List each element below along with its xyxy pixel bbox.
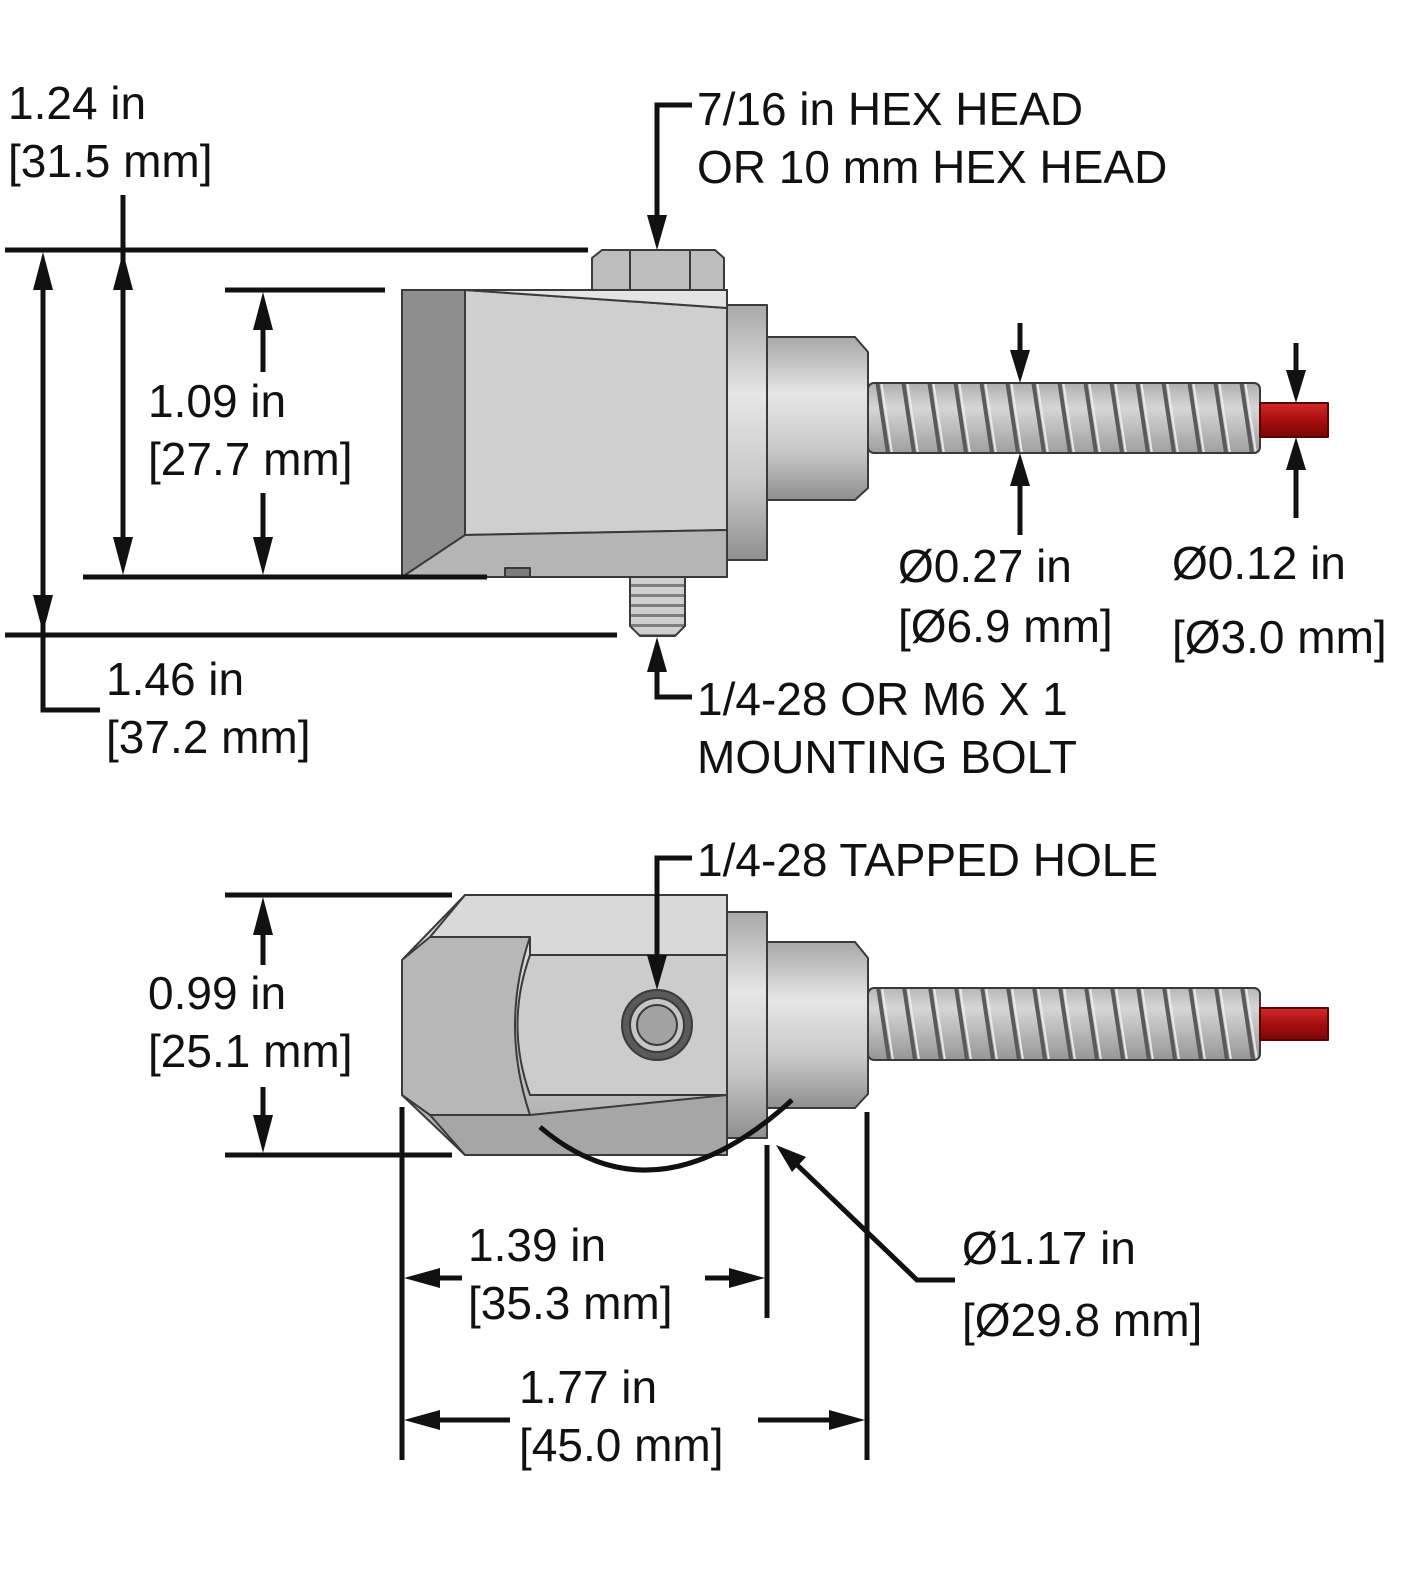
swing-diameter-in: Ø1.17 in bbox=[962, 1222, 1136, 1274]
body-height-in: 1.09 in bbox=[148, 375, 287, 427]
wire-diameter-mm: [Ø3.0 mm] bbox=[1172, 611, 1387, 663]
side-connector bbox=[766, 336, 869, 501]
hex-head bbox=[591, 249, 725, 291]
cable-diameter-in: Ø0.27 in bbox=[898, 540, 1072, 592]
top-view-sensor bbox=[401, 894, 1329, 1156]
body-height-label: 1.09 in [27.7 mm] bbox=[148, 372, 353, 488]
swing-diameter-arc bbox=[538, 1098, 794, 1173]
top-connector bbox=[766, 941, 869, 1109]
swing-diameter-mm: [Ø29.8 mm] bbox=[962, 1294, 1203, 1346]
tapped-hole-label: 1/4-28 TAPPED HOLE bbox=[697, 831, 1158, 889]
wire-diameter-in: Ø0.12 in bbox=[1172, 537, 1346, 589]
body-width-mm: [25.1 mm] bbox=[148, 1025, 353, 1077]
hex-head-line2: OR 10 mm HEX HEAD bbox=[697, 141, 1168, 193]
overall-height-in: 1.24 in bbox=[8, 77, 147, 129]
total-height-mm: [37.2 mm] bbox=[106, 711, 311, 763]
overall-height-mm: [31.5 mm] bbox=[8, 135, 213, 187]
hex-head-label: 7/16 in HEX HEAD OR 10 mm HEX HEAD bbox=[697, 80, 1167, 196]
overall-length-label: 1.77 in [45.0 mm] bbox=[519, 1358, 724, 1474]
top-armored-cable bbox=[867, 987, 1261, 1061]
side-view-arrowheads bbox=[33, 215, 1306, 672]
side-view-sensor bbox=[401, 249, 1329, 637]
total-height-label: 1.46 in [37.2 mm] bbox=[106, 650, 311, 766]
side-armored-cable bbox=[867, 382, 1261, 454]
cable-diameter-mm: [Ø6.9 mm] bbox=[898, 600, 1113, 652]
swing-diameter-label: Ø1.17 in [Ø29.8 mm] bbox=[962, 1212, 1202, 1356]
body-length-label: 1.39 in [35.3 mm] bbox=[468, 1216, 673, 1332]
overall-height-label: 1.24 in [31.5 mm] bbox=[8, 74, 213, 190]
top-red-wire bbox=[1259, 1007, 1329, 1041]
body-width-in: 0.99 in bbox=[148, 967, 287, 1019]
side-red-wire bbox=[1259, 402, 1329, 438]
cable-diameter-label: Ø0.27 in [Ø6.9 mm] bbox=[898, 536, 1113, 656]
mounting-bolt-label: 1/4-28 OR M6 X 1 MOUNTING BOLT bbox=[697, 670, 1077, 786]
side-collar bbox=[726, 304, 768, 561]
body-length-in: 1.39 in bbox=[468, 1219, 607, 1271]
top-view-arrowheads bbox=[253, 897, 865, 1430]
overall-length-mm: [45.0 mm] bbox=[519, 1419, 724, 1471]
mounting-bolt-line1: 1/4-28 OR M6 X 1 bbox=[697, 673, 1068, 725]
tapped-hole-text: 1/4-28 TAPPED HOLE bbox=[697, 834, 1159, 886]
body-width-label: 0.99 in [25.1 mm] bbox=[148, 964, 353, 1080]
total-height-in: 1.46 in bbox=[106, 653, 245, 705]
mounting-bolt-line2: MOUNTING BOLT bbox=[697, 731, 1077, 783]
top-collar bbox=[726, 911, 768, 1139]
mounting-bolt-thread bbox=[629, 576, 686, 637]
body-length-mm: [35.3 mm] bbox=[468, 1277, 673, 1329]
body-height-mm: [27.7 mm] bbox=[148, 433, 353, 485]
hex-head-line1: 7/16 in HEX HEAD bbox=[697, 83, 1084, 135]
wire-diameter-label: Ø0.12 in [Ø3.0 mm] bbox=[1172, 526, 1387, 674]
overall-length-in: 1.77 in bbox=[519, 1361, 658, 1413]
